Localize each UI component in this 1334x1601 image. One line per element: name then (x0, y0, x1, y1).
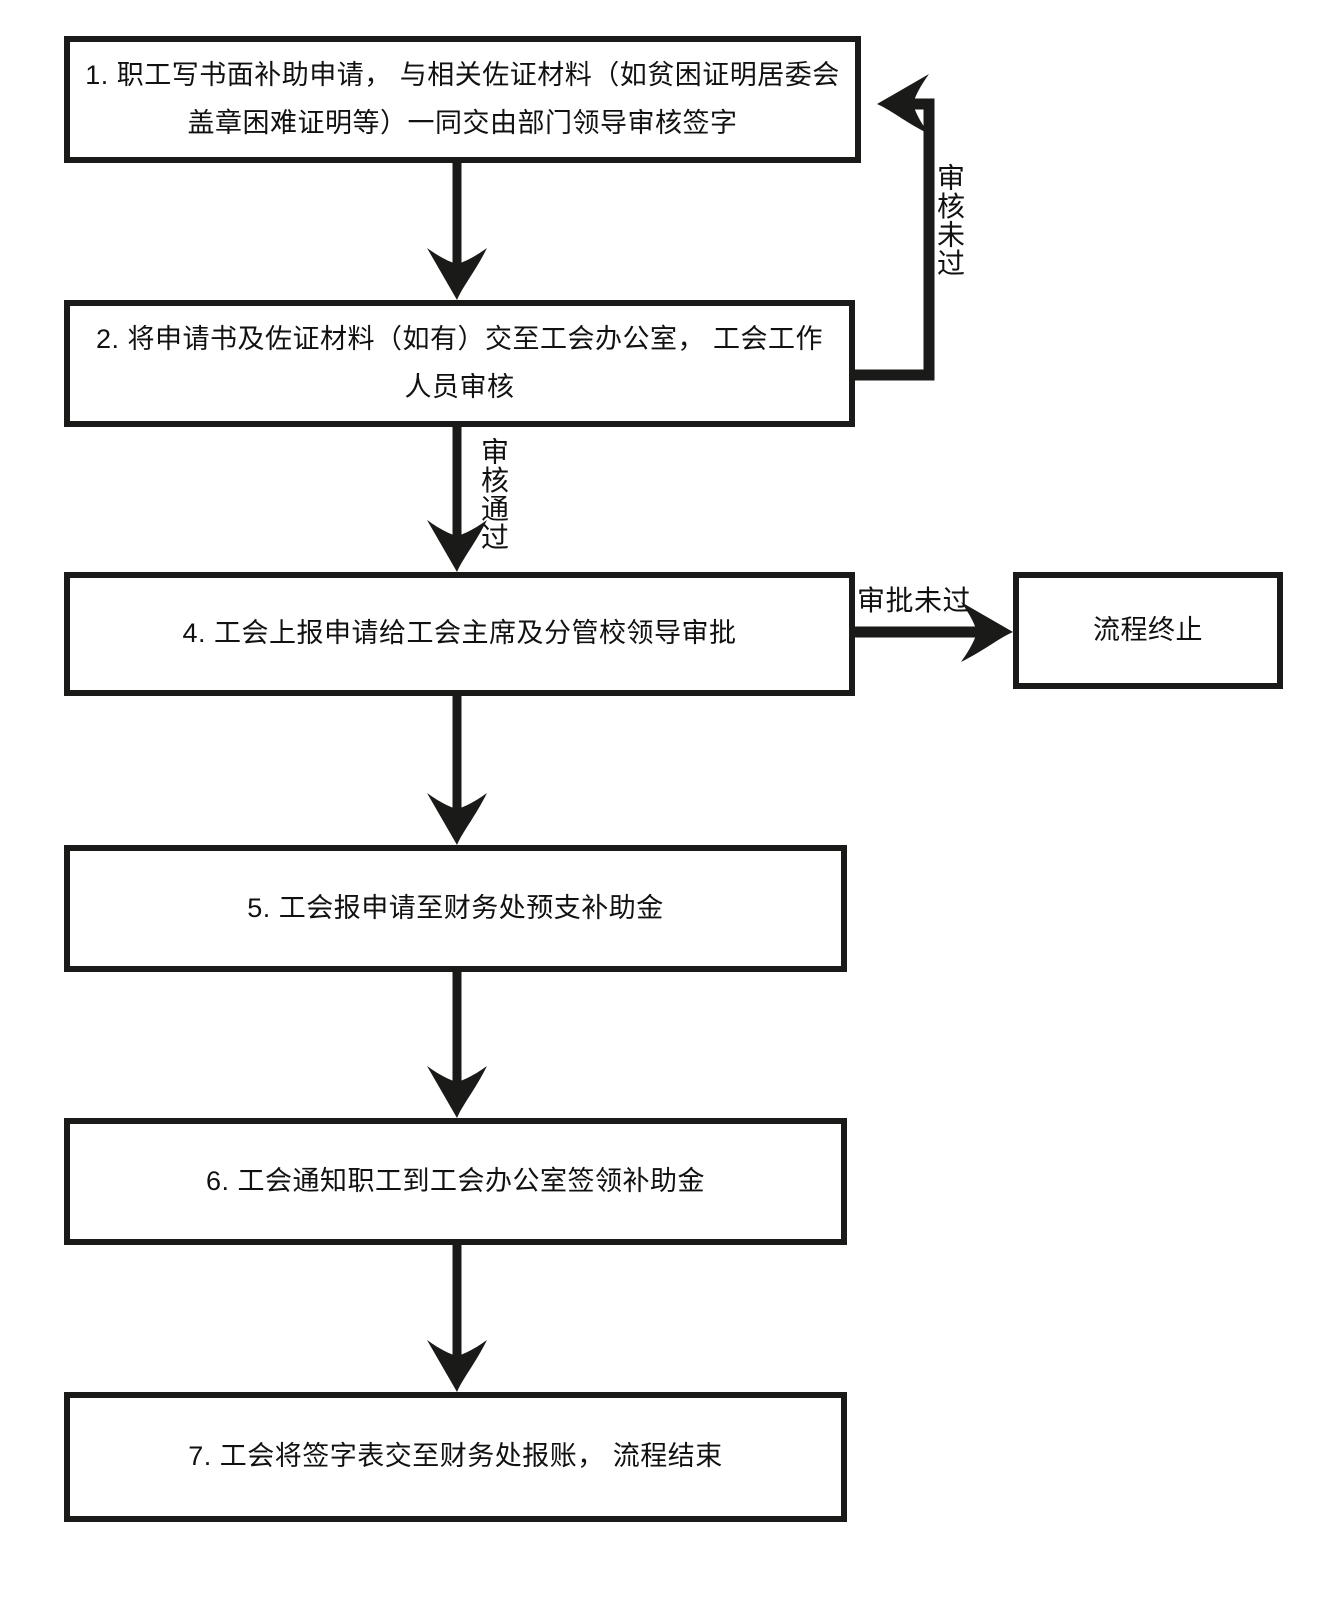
connector-step4-step5 (427, 696, 487, 845)
edge-label-review-failed: 审核未过 (934, 163, 965, 277)
step-4-box[interactable]: 4. 工会上报申请给工会主席及分管校领导审批 (64, 572, 855, 696)
step-7-box[interactable]: 7. 工会将签字表交至财务处报账， 流程结束 (64, 1392, 847, 1522)
connector-step1-step2 (427, 163, 487, 300)
connector-step2-step1-feedback (855, 74, 935, 381)
step-4-label: 4. 工会上报申请给工会主席及分管校领导审批 (182, 618, 737, 649)
edge-label-approval-failed: 审批未过 (857, 585, 972, 616)
step-7-label: 7. 工会将签字表交至财务处报账， 流程结束 (188, 1441, 723, 1472)
step-2-box[interactable]: 2. 将申请书及佐证材料（如有）交至工会办公室， 工会工作人员审核 (64, 300, 855, 427)
step-1-label: 1. 职工写书面补助申请， 与相关佐证材料（如贫困证明居委会盖章困难证明等）一同… (85, 60, 840, 138)
step-2-label: 2. 将申请书及佐证材料（如有）交至工会办公室， 工会工作人员审核 (95, 324, 824, 402)
connector-step6-step7 (427, 1245, 487, 1392)
edge-label-review-passed: 审核通过 (478, 437, 509, 551)
connector-step5-step6 (427, 972, 487, 1118)
step-5-label: 5. 工会报申请至财务处预支补助金 (247, 892, 664, 923)
process-terminated-label: 流程终止 (1093, 614, 1203, 645)
step-5-box[interactable]: 5. 工会报申请至财务处预支补助金 (64, 845, 847, 972)
step-6-box[interactable]: 6. 工会通知职工到工会办公室签领补助金 (64, 1118, 847, 1245)
process-terminated-box[interactable]: 流程终止 (1013, 572, 1283, 689)
step-6-label: 6. 工会通知职工到工会办公室签领补助金 (205, 1165, 706, 1196)
step-1-box[interactable]: 1. 职工写书面补助申请， 与相关佐证材料（如贫困证明居委会盖章困难证明等）一同… (64, 36, 861, 163)
